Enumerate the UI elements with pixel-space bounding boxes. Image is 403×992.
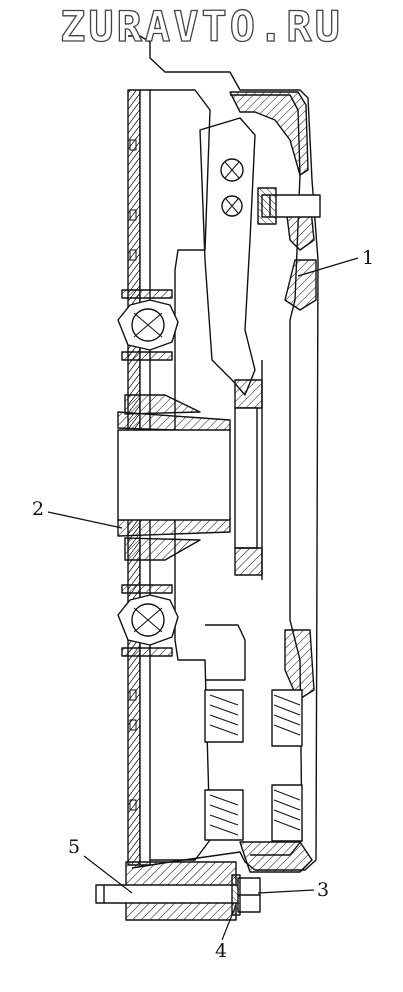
leader-3	[257, 889, 315, 894]
callout-label-5: 5	[68, 836, 81, 858]
lock-washer	[231, 874, 241, 916]
watermark-logo: ZURAVTO.RU	[59, 1, 343, 51]
spring-cup	[205, 624, 246, 681]
hub-flange-bottom	[124, 537, 201, 561]
release-ring	[234, 379, 263, 409]
cover-right-wall	[284, 259, 317, 311]
callout-label-2: 2	[32, 498, 45, 520]
damper-spring-upper	[117, 289, 179, 361]
pressure-plate-top	[229, 91, 309, 176]
release-ring-lower	[234, 547, 263, 576]
pressure-spring-left-lower	[204, 789, 244, 841]
pressure-spring-left-upper	[204, 689, 244, 743]
cover-outline	[128, 35, 319, 871]
lever-nut	[257, 187, 277, 225]
hub-flange-top	[124, 394, 201, 415]
leader-1	[297, 257, 359, 277]
leader-5	[83, 855, 133, 894]
pressure-spring-right-upper	[271, 689, 303, 747]
pressure-spring-right-lower	[271, 784, 303, 842]
release-sleeve	[234, 407, 258, 549]
callout-label-4: 4	[215, 940, 228, 962]
leader-4	[221, 904, 237, 941]
mounting-bolt	[95, 884, 243, 904]
callout-label-3: 3	[317, 879, 330, 901]
lining-rivets	[129, 139, 137, 811]
damper-spring-lower	[117, 584, 179, 657]
hub-body	[117, 411, 231, 433]
hub-bore	[117, 429, 231, 521]
release-lever	[199, 117, 256, 396]
cover-bottom	[239, 841, 313, 873]
lever-pin-upper	[220, 158, 244, 182]
cover-right-wall-low	[284, 629, 315, 701]
leader-2	[47, 511, 123, 529]
lever-pin-lower	[221, 195, 243, 217]
callout-label-1: 1	[362, 247, 375, 269]
